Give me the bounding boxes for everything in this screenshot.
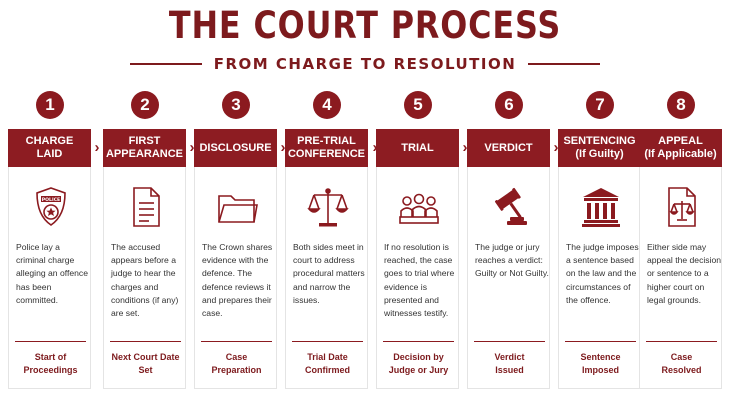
step-divider bbox=[646, 341, 717, 342]
chevron-right-icon: › bbox=[280, 139, 286, 156]
gavel-icon bbox=[489, 185, 531, 229]
chevron-right-icon: › bbox=[189, 139, 195, 156]
courthouse-icon bbox=[580, 185, 622, 229]
police-badge-icon: POLICE bbox=[30, 185, 72, 229]
process-steps: 1 CHARGE LAID POLICE Police lay a crimin… bbox=[8, 91, 722, 391]
step-number: 6 bbox=[495, 91, 523, 119]
step-outcome: Case Preparation bbox=[211, 352, 262, 375]
step-description: The judge imposes a sentence based on th… bbox=[566, 242, 639, 305]
step-heading: FIRST APPEARANCE bbox=[103, 129, 186, 167]
step-description: If no resolution is reached, the case go… bbox=[384, 242, 455, 319]
step-card: The Crown shares evidence with the defen… bbox=[194, 167, 277, 389]
page-subtitle: FROM CHARGE TO RESOLUTION bbox=[213, 55, 517, 73]
page-title: THE COURT PROCESS bbox=[168, 4, 562, 47]
step-divider bbox=[474, 341, 545, 342]
step-divider bbox=[383, 341, 454, 342]
svg-text:POLICE: POLICE bbox=[42, 197, 60, 203]
step-card: If no resolution is reached, the case go… bbox=[376, 167, 459, 389]
subtitle-rule-right bbox=[528, 63, 601, 65]
step-description: Police lay a criminal charge alleging an… bbox=[16, 242, 88, 305]
step-pre-trial-conference: 4 PRE-TRIAL CONFERENCE Both sides meet i… bbox=[285, 91, 368, 391]
step-description: The judge or jury reaches a verdict: Gui… bbox=[475, 242, 549, 279]
step-description: Either side may appeal the decision or s… bbox=[647, 242, 722, 305]
step-verdict: 6 VERDICT The judge or jury reaches a ve… bbox=[467, 91, 550, 391]
step-number: 1 bbox=[36, 91, 64, 119]
step-divider bbox=[292, 341, 363, 342]
step-number: 2 bbox=[131, 91, 159, 119]
step-number: 5 bbox=[404, 91, 432, 119]
appeal-document-icon bbox=[661, 185, 703, 229]
document-icon bbox=[125, 185, 167, 229]
step-divider bbox=[15, 341, 86, 342]
step-card: The accused appears before a judge to he… bbox=[103, 167, 186, 389]
step-outcome: Decision by Judge or Jury bbox=[388, 352, 449, 375]
step-heading: DISCLOSURE bbox=[194, 129, 277, 167]
step-description: The accused appears before a judge to he… bbox=[111, 242, 179, 319]
chevron-right-icon: › bbox=[94, 139, 100, 156]
step-card: The judge imposes a sentence based on th… bbox=[558, 167, 641, 389]
step-appeal: 8 APPEAL (If Applicable) Either side may… bbox=[639, 91, 722, 391]
scales-icon bbox=[307, 185, 349, 229]
chevron-right-icon: › bbox=[372, 139, 378, 156]
step-card: Either side may appeal the decision or s… bbox=[639, 167, 722, 389]
step-heading: CHARGE LAID bbox=[8, 129, 91, 167]
step-heading: TRIAL bbox=[376, 129, 459, 167]
step-heading: SENTENCING (If Guilty) bbox=[558, 129, 641, 167]
step-heading: VERDICT bbox=[467, 129, 550, 167]
step-number: 7 bbox=[586, 91, 614, 119]
step-card: POLICE Police lay a criminal charge alle… bbox=[8, 167, 91, 389]
step-first-appearance: 2 FIRST APPEARANCE The accused appears b… bbox=[103, 91, 186, 391]
step-description: The Crown shares evidence with the defen… bbox=[202, 242, 273, 319]
step-outcome: Trial Date Confirmed bbox=[305, 352, 350, 375]
step-divider bbox=[201, 341, 272, 342]
step-divider bbox=[565, 341, 636, 342]
subtitle-rule-left bbox=[129, 63, 202, 65]
step-heading: APPEAL (If Applicable) bbox=[639, 129, 722, 167]
step-card: The judge or jury reaches a verdict: Gui… bbox=[467, 167, 550, 389]
chevron-right-icon: › bbox=[462, 139, 468, 156]
subtitle-row: FROM CHARGE TO RESOLUTION bbox=[0, 53, 730, 75]
step-charge-laid: 1 CHARGE LAID POLICE Police lay a crimin… bbox=[8, 91, 91, 391]
folder-icon bbox=[216, 185, 258, 229]
step-number: 3 bbox=[222, 91, 250, 119]
step-card: Both sides meet in court to address proc… bbox=[285, 167, 368, 389]
step-outcome: Start of Proceedings bbox=[23, 352, 78, 375]
step-trial: 5 TRIAL If no resolution is reached, the… bbox=[376, 91, 459, 391]
step-description: Both sides meet in court to address proc… bbox=[293, 242, 365, 305]
step-outcome: Case Resolved bbox=[661, 352, 702, 375]
jury-icon bbox=[398, 185, 440, 229]
step-divider bbox=[110, 341, 181, 342]
step-sentencing: 7 SENTENCING (If Guilty) The judge impos… bbox=[558, 91, 641, 391]
step-number: 8 bbox=[667, 91, 695, 119]
step-number: 4 bbox=[313, 91, 341, 119]
chevron-right-icon: › bbox=[553, 139, 559, 156]
step-disclosure: 3 DISCLOSURE The Crown shares evidence w… bbox=[194, 91, 277, 391]
step-outcome: Sentence Imposed bbox=[580, 352, 621, 375]
step-outcome: Next Court Date Set bbox=[111, 352, 180, 375]
step-heading: PRE-TRIAL CONFERENCE bbox=[285, 129, 368, 167]
step-outcome: Verdict Issued bbox=[494, 352, 525, 375]
